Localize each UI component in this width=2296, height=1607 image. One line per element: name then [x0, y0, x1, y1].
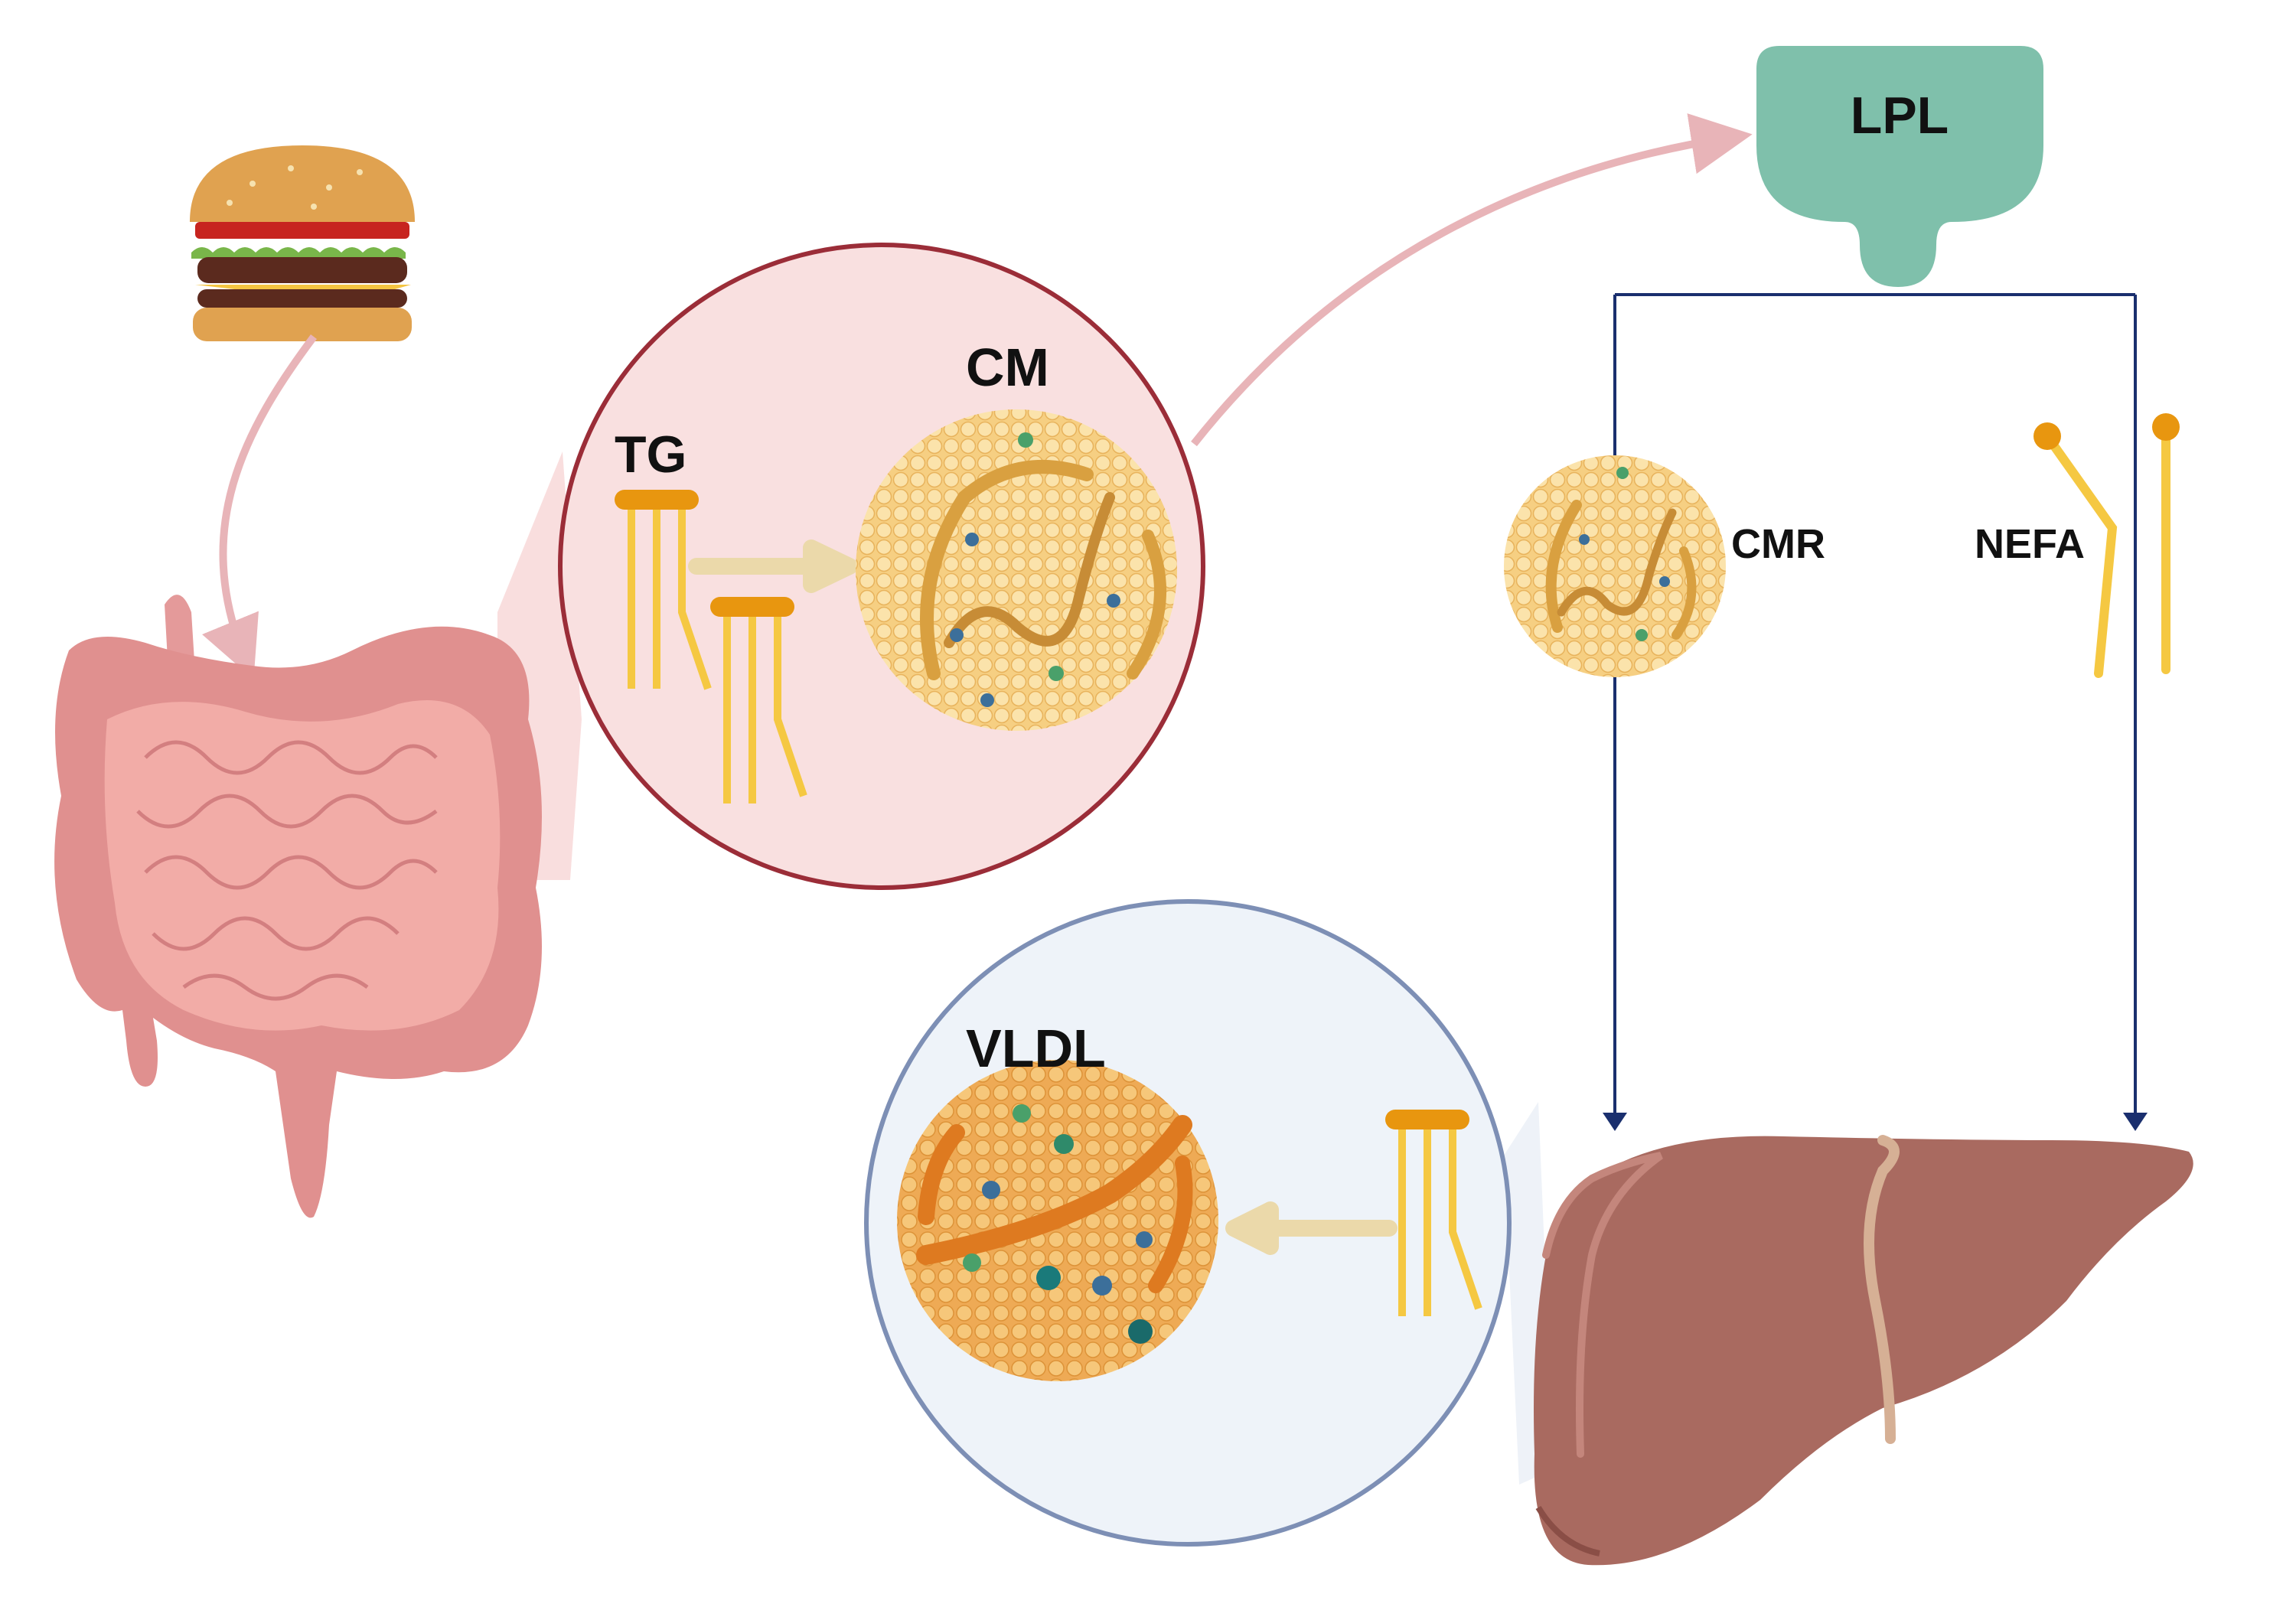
lipoprotein-particle-icon [897, 1060, 1218, 1381]
cmr-label: CMR [1731, 521, 1825, 567]
nefa-label: NEFA [1975, 521, 2086, 567]
lpl-label: LPL [1850, 86, 1949, 145]
lpl-enzyme-icon [1756, 46, 2043, 287]
lpl-pathway-lines [1603, 293, 2148, 1131]
burger-to-intestine-arrow [201, 334, 318, 680]
liver-icon [1534, 1135, 2193, 1566]
triglyceride-icon [615, 490, 712, 690]
lipoprotein-particle-icon [1504, 455, 1726, 677]
tg-to-vldl-arrow [1225, 1201, 1397, 1255]
fatty-acid-icon [2033, 422, 2118, 678]
fatty-acid-icon [2152, 413, 2180, 674]
lipoprotein-particle-icon [856, 409, 1177, 731]
burger-icon [190, 145, 415, 341]
tg-label: TG [615, 425, 687, 484]
triglyceride-icon [710, 597, 807, 804]
vldl-label: VLDL [966, 1019, 1106, 1078]
cm-to-lpl-arrow [1191, 113, 1753, 447]
cm-label: CM [966, 337, 1049, 397]
intestine-icon [54, 595, 543, 1218]
tg-to-cm-arrow [688, 539, 858, 593]
triglyceride-icon [1385, 1110, 1482, 1316]
